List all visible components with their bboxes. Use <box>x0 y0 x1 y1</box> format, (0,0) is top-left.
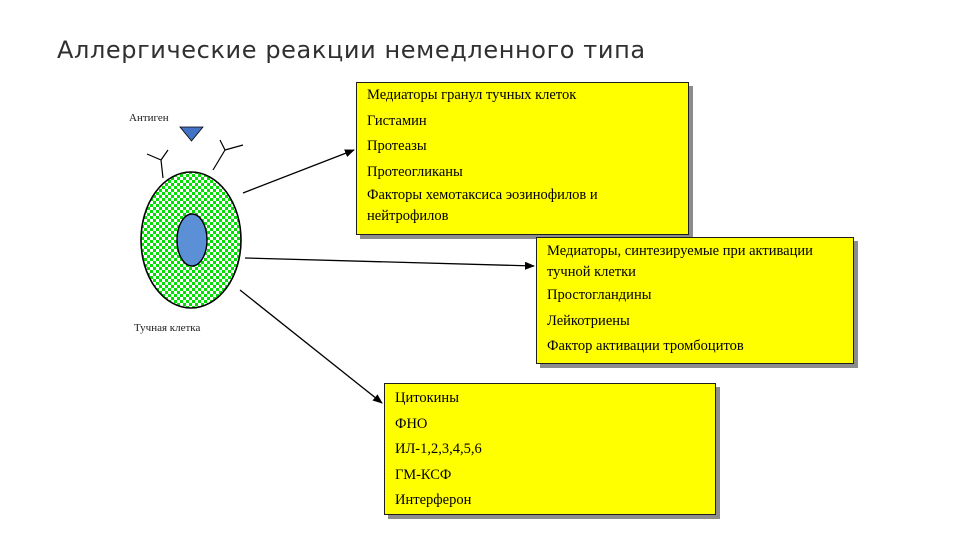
slide-title: Аллергические реакции немедленного типа <box>57 36 646 64</box>
mast-cell-nucleus <box>176 213 208 267</box>
arrow-to-granule-mediators <box>242 149 355 194</box>
list-item: Протеогликаны <box>367 163 463 180</box>
list-item: Факторы хемотаксиса эозинофилов и нейтро… <box>367 187 598 224</box>
cytokines-box: Цитокины ФНО ИЛ-1,2,3,4,5,6 ГМ-КСФ Интер… <box>384 383 716 515</box>
box-heading: Медиаторы гранул тучных клеток <box>367 87 577 103</box>
list-item: Лейкотриены <box>547 312 630 329</box>
list-item: Фактор активации тромбоцитов <box>547 338 744 354</box>
receptor-left <box>146 149 169 179</box>
box-heading: Цитокины <box>395 390 459 406</box>
arrow-to-synthesized-mediators <box>244 257 535 270</box>
box-heading: Медиаторы, синтезируемые при активации т… <box>547 243 813 280</box>
list-item: ГМ-КСФ <box>395 466 452 483</box>
list-item: ИЛ-1,2,3,4,5,6 <box>395 441 482 457</box>
arrow-to-cytokines <box>239 289 383 404</box>
list-item: Гистамин <box>367 112 427 129</box>
list-item: Протеазы <box>367 138 427 154</box>
synthesized-mediators-box: Медиаторы, синтезируемые при активации т… <box>536 237 854 364</box>
antigen-triangle <box>179 126 204 142</box>
antigen-label: Антиген <box>129 112 169 124</box>
mast-cell-label: Тучная клетка <box>134 322 201 334</box>
list-item: Простогландины <box>547 287 652 303</box>
granule-mediators-box: Медиаторы гранул тучных клеток Гистамин … <box>356 82 689 235</box>
list-item: Интерферон <box>395 492 472 508</box>
list-item: ФНО <box>395 415 428 432</box>
receptor-right <box>212 139 244 171</box>
